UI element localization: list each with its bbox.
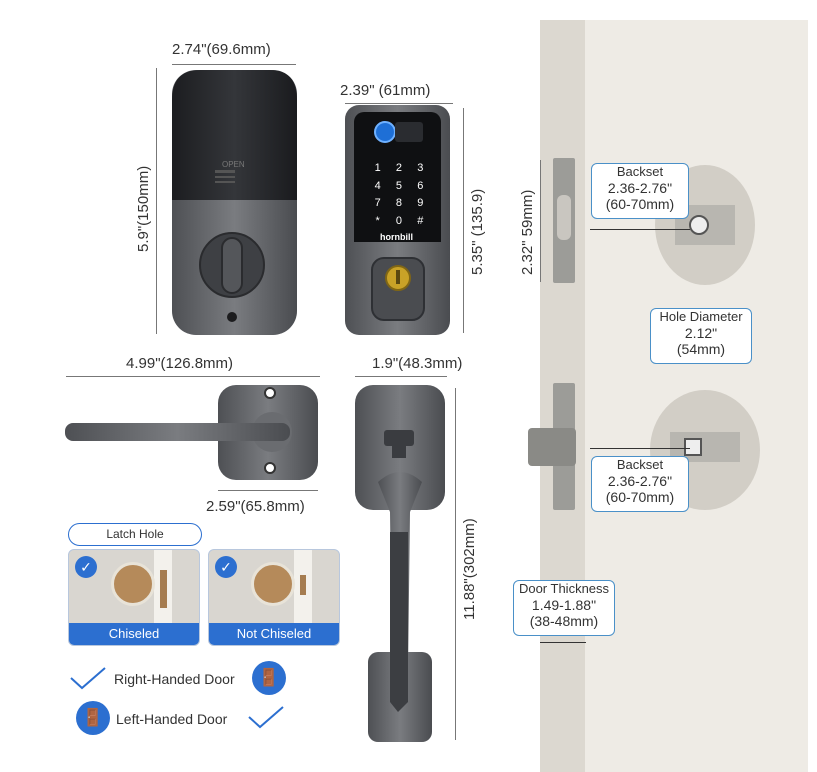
keypad-key[interactable]: 9 [417, 197, 424, 209]
handleset-illustration [350, 382, 450, 747]
backset-title: Backset [616, 457, 664, 472]
backset-callout-top: Backset 2.36-2.76" (60-70mm) [591, 163, 689, 219]
backset-value-mm: (60-70mm) [605, 196, 675, 213]
keypad-width-line [345, 103, 453, 104]
handle-width-line [355, 376, 447, 377]
right-handed-label: Right-Handed Door [114, 671, 235, 687]
keypad-key[interactable]: # [417, 214, 424, 227]
keypad-width-label: 2.39" (61mm) [340, 82, 431, 99]
backset-line-bottom [590, 448, 690, 449]
hole-diameter-title: Hole Diameter [659, 309, 743, 324]
open-label: OPEN [222, 160, 245, 169]
backset-value-in: 2.36-2.76" [607, 179, 673, 196]
latch-slot [300, 575, 306, 595]
not-chiseled-tile: ✓ Not Chiseled [208, 549, 340, 646]
spindle-hole [684, 438, 702, 456]
hole-diameter-in: 2.12" [684, 324, 718, 341]
deadbolt-width-label: 2.74"(69.6mm) [172, 41, 271, 58]
deadbolt-height-label: 5.9"(150mm) [135, 165, 152, 252]
check-icon: ✓ [215, 556, 237, 578]
strike-slot [557, 195, 571, 240]
door-thickness-line [540, 642, 586, 643]
keypad-height-label: 5.35" (135.9) [469, 188, 486, 275]
door-thickness-callout: Door Thickness 1.49-1.88" (38-48mm) [513, 580, 615, 636]
keypad-key[interactable]: 7 [374, 197, 381, 209]
keypad-key[interactable]: 2 [395, 162, 403, 174]
keypad-key[interactable]: * [375, 214, 380, 227]
rose-width-line [218, 490, 318, 491]
door-thickness-mm: (38-48mm) [529, 613, 599, 630]
strike-height-label: 2.32" 59mm) [519, 189, 536, 275]
lever-length-line [66, 376, 320, 377]
keypad-height-line [463, 108, 464, 333]
lever-illustration [60, 380, 330, 485]
check-outline-icon [246, 704, 286, 730]
backset-callout-bottom: Backset 2.36-2.76" (60-70mm) [591, 456, 689, 512]
keypad-key[interactable]: 6 [417, 179, 424, 192]
deadbolt-illustration [160, 60, 310, 340]
check-outline-icon [68, 665, 108, 691]
backset-value-mm: (60-70mm) [605, 489, 675, 506]
keypad-key[interactable]: 3 [417, 162, 424, 174]
handle-height-label: 11.88"(302mm) [461, 518, 478, 620]
left-handed-label: Left-Handed Door [116, 711, 228, 727]
handle-height-line [455, 388, 456, 740]
keypad-key[interactable]: 1 [374, 162, 381, 174]
not-chiseled-label: Not Chiseled [209, 623, 339, 645]
left-handed-door-icon: 🚪 [76, 701, 110, 735]
keypad-key[interactable]: 0 [395, 214, 403, 227]
door-thickness-title: Door Thickness [518, 581, 610, 596]
keypad-key[interactable]: 4 [374, 179, 381, 192]
hole-diameter-callout: Hole Diameter 2.12" (54mm) [650, 308, 752, 364]
deadbolt-height-line [156, 68, 157, 334]
keypad-key[interactable]: 8 [395, 197, 403, 209]
latch-bolt [528, 428, 576, 466]
bore-hole-top [655, 165, 755, 285]
hole-diameter-mm: (54mm) [676, 341, 726, 358]
bore-hole [111, 562, 155, 606]
door-thickness-in: 1.49-1.88" [531, 596, 597, 613]
handle-width-label: 1.9"(48.3mm) [372, 355, 463, 372]
chiseled-tile: ✓ Chiseled [68, 549, 200, 646]
brand-logo: hornbill [380, 232, 413, 242]
backset-line-top [590, 229, 690, 230]
keypad-grid: 1 2 3 4 5 6 7 8 9 * 0 # [367, 162, 431, 228]
bore-hole [251, 562, 295, 606]
backset-title: Backset [616, 164, 664, 179]
keypad-illustration [340, 100, 455, 340]
deadbolt-width-line [172, 64, 296, 65]
right-handed-door-icon: 🚪 [252, 661, 286, 695]
strike-height-line [540, 160, 541, 282]
latch-hole-title: Latch Hole [68, 523, 202, 546]
chiseled-label: Chiseled [69, 623, 199, 645]
screw [689, 215, 709, 235]
rose-width-label: 2.59"(65.8mm) [206, 498, 305, 515]
chisel-mortise [160, 570, 167, 608]
check-icon: ✓ [75, 556, 97, 578]
backset-value-in: 2.36-2.76" [607, 472, 673, 489]
lever-length-label: 4.99"(126.8mm) [126, 355, 234, 372]
keypad-key[interactable]: 5 [395, 179, 403, 192]
door-panel [540, 20, 808, 772]
